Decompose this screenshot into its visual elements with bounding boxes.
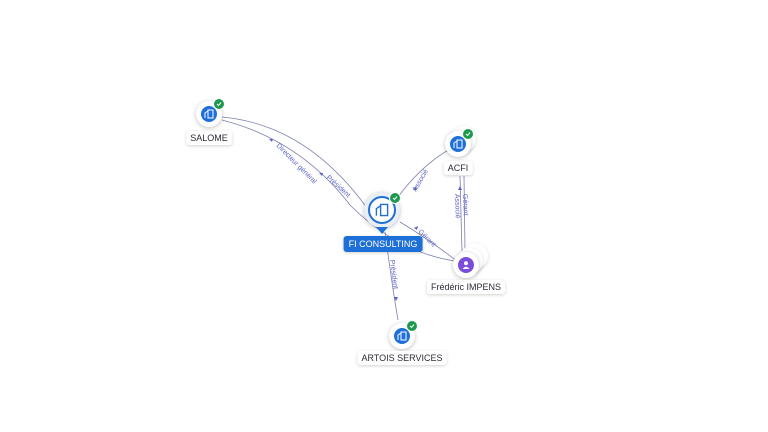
node-label-artois-services[interactable]: ARTOIS SERVICES bbox=[357, 351, 447, 365]
edge-directeur-general[interactable] bbox=[221, 119, 463, 263]
arrow-artois bbox=[394, 297, 398, 301]
verified-icon bbox=[462, 128, 474, 140]
verified-icon bbox=[389, 192, 401, 204]
arrow-directeur bbox=[269, 139, 273, 142]
edge-label-gerant-acfi: Gérant bbox=[461, 194, 469, 216]
node-label-acfi[interactable]: ACFI bbox=[443, 161, 473, 175]
edge-label-president-artois: Président bbox=[388, 259, 399, 289]
node-artois-services[interactable] bbox=[389, 320, 418, 349]
edge-label-associe: Associé bbox=[412, 168, 430, 193]
node-label-frederic[interactable]: Frédéric IMPENS bbox=[426, 280, 506, 294]
pin-tip-icon bbox=[376, 227, 388, 234]
building-icon bbox=[450, 136, 466, 152]
node-frederic[interactable] bbox=[453, 252, 479, 278]
person-icon bbox=[458, 257, 474, 273]
edge-gerant-fi[interactable] bbox=[399, 221, 459, 263]
arrow-gerant-fi bbox=[414, 226, 418, 230]
node-acfi[interactable] bbox=[445, 128, 474, 157]
verified-icon bbox=[406, 320, 418, 332]
building-icon bbox=[394, 328, 410, 344]
arrow-gerant-acfi bbox=[458, 186, 462, 190]
edge-label-president-salome: Président bbox=[325, 174, 352, 199]
node-label-fi-consulting[interactable]: FI CONSULTING bbox=[343, 236, 423, 252]
edge-label-associe-acfi: Associé bbox=[453, 194, 461, 219]
verified-icon bbox=[213, 98, 225, 110]
edge-associe-acfi-2[interactable] bbox=[463, 175, 466, 253]
edge-label-directeur-general: Directeur général bbox=[275, 142, 318, 185]
node-label-salome[interactable]: SALOME bbox=[186, 131, 232, 145]
arrow-associe bbox=[413, 186, 417, 190]
node-fi-consulting[interactable] bbox=[364, 192, 401, 228]
building-icon bbox=[201, 106, 217, 122]
edge-president-salome[interactable] bbox=[221, 116, 373, 216]
node-salome[interactable] bbox=[196, 98, 225, 127]
arrow-president-salome bbox=[319, 173, 323, 176]
